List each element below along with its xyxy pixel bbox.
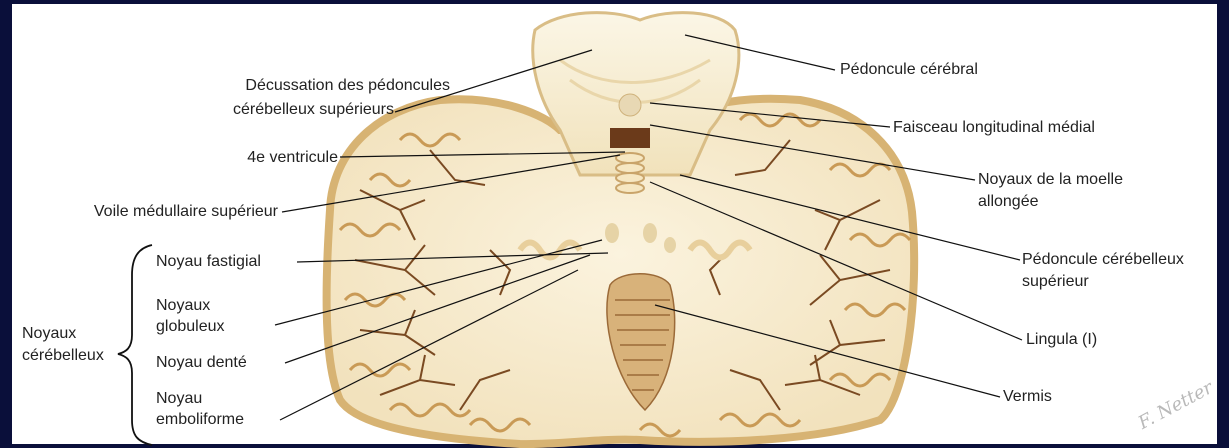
label-ventricule: 4e ventricule — [180, 148, 338, 167]
label-noyaux-cerebelleux-line2: cérébelleux — [22, 346, 104, 365]
label-noyaux-cerebelleux-line1: Noyaux — [22, 324, 76, 343]
label-noyaux-moelle-line1: Noyaux de la moelle — [978, 170, 1123, 189]
fourth-ventricle — [610, 128, 650, 148]
label-decussation-line1: Décussation des pédoncules — [150, 76, 450, 95]
label-noyau-dente: Noyau denté — [156, 353, 247, 372]
label-noyaux-globuleux-line2: globuleux — [156, 317, 225, 336]
label-pedoncule-cb-line2: supérieur — [1022, 272, 1089, 291]
nuclei-brace — [118, 245, 152, 445]
mlf-structure — [619, 94, 641, 116]
label-noyau-emboliforme-line1: Noyau — [156, 389, 202, 408]
label-faisceau: Faisceau longitudinal médial — [893, 118, 1095, 137]
label-noyaux-moelle-line2: allongée — [978, 192, 1039, 211]
label-pedoncule-cb-line1: Pédoncule cérébelleux — [1022, 250, 1184, 269]
label-vermis: Vermis — [1003, 387, 1052, 406]
label-noyaux-globuleux-line1: Noyaux — [156, 296, 210, 315]
label-voile: Voile médullaire supérieur — [20, 202, 278, 221]
label-noyau-emboliforme-line2: emboliforme — [156, 410, 244, 429]
label-pedoncule-cerebral: Pédoncule cérébral — [840, 60, 978, 79]
label-noyau-fastigial: Noyau fastigial — [156, 252, 261, 271]
label-lingula: Lingula (I) — [1026, 330, 1097, 349]
label-decussation-line2: cérébelleux supérieurs — [150, 100, 394, 119]
